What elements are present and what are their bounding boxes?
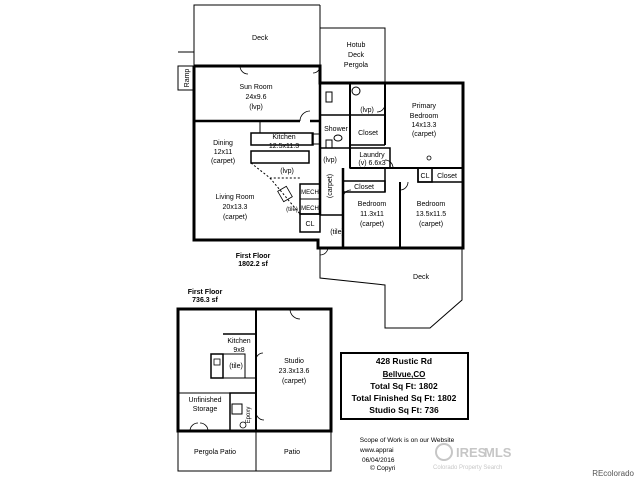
room-label-bedroom-a-2: 11.3x11 [360,211,384,218]
room-label-laundry-1: Laundry [359,152,385,159]
room-label-hotub-2: Deck [348,52,364,59]
room-label-lvp-top: (lvp) [360,107,374,114]
room-label-lower-kitchen-1: Kitchen [227,338,250,345]
upper-floor-walls [177,4,465,329]
floor-label-upper-2: 1802.2 sf [238,261,268,268]
info-total-sqft: Total Sq Ft: 1802 [370,381,438,391]
room-label-bedroom-a-3: (carpet) [360,221,384,228]
room-label-cl-a: CL [421,173,430,180]
lower-floor-labels: First Floor 736.3 sf Kitchen 9x8 (tile) … [188,289,310,456]
scope-line-1: Scope of Work is on our Website [360,437,455,444]
room-label-closet-b: Closet [354,184,374,191]
watermark-ires: IRES [456,445,487,460]
room-label-mech-b: MECH [301,206,319,212]
room-label-primary-2: Bedroom [410,113,439,120]
room-label-epoxy: Epoxy [246,407,252,424]
room-label-dining-2: 12x11 [214,149,233,156]
room-label-primary-1: Primary [412,103,437,110]
room-label-tile-b: (tile) [330,229,344,236]
room-label-living-3: (carpet) [223,214,247,221]
room-label-studio-1: Studio [284,358,304,365]
room-label-bedroom-b-2: 13.5x11.5 [416,211,446,218]
room-label-unfinished-2: Storage [193,406,218,413]
room-label-patio: Patio [284,449,300,456]
property-info-box: 428 Rustic Rd Bellvue,CO Total Sq Ft: 18… [340,352,469,420]
room-label-lower-kitchen-2: 9x8 [233,347,244,354]
lower-floor-walls [176,307,333,472]
room-label-studio-2: 23.3x13.6 [279,368,310,375]
watermark-subtitle: Colorado Property Search [433,465,502,471]
room-label-sun-room-1: Sun Room [239,84,272,91]
info-address: 428 Rustic Rd [376,356,432,366]
room-label-carpet-hall: (carpet) [327,174,334,198]
scope-note: Scope of Work is on our Website www.appr… [359,437,455,472]
info-studio-sqft: Studio Sq Ft: 736 [369,405,439,415]
room-label-ramp: Ramp [184,69,191,88]
room-label-pergola-patio: Pergola Patio [194,449,236,456]
ires-watermark: IRES MLS Colorado Property Search [433,443,512,471]
room-label-tile-a: (tile) [286,207,298,213]
room-label-deck-top: Deck [252,35,268,42]
room-label-living-2: 20x13.3 [223,204,248,211]
room-label-lower-tile: (tile) [229,363,243,370]
room-label-hotub-1: Hotub [347,42,366,49]
room-label-studio-3: (carpet) [282,378,306,385]
floor-label-upper-1: First Floor [236,253,271,260]
room-label-cl-b: CL [306,221,315,228]
room-label-unfinished-1: Unfinished [188,397,221,404]
room-label-lvp-kitchen: (lvp) [280,168,294,175]
room-label-closet-c: Closet [437,173,457,180]
room-label-bedroom-b-3: (carpet) [419,221,443,228]
floor-label-lower-2: 736.3 sf [192,297,218,304]
room-label-kitchen-2: 12.5x11.3 [269,143,299,150]
watermark-mls: MLS [484,445,512,460]
upper-floor-labels: Deck Hotub Deck Pergola Ramp Sun Room 24… [184,35,457,281]
room-label-lvp-bath: (lvp) [323,157,337,164]
room-label-hotub-3: Pergola [344,62,368,69]
room-label-bedroom-a-1: Bedroom [358,201,387,208]
info-city: Bellvue,CO [383,370,426,379]
room-label-dining-3: (carpet) [211,158,235,165]
floor-label-lower-1: First Floor [188,289,223,296]
room-label-bedroom-b-1: Bedroom [417,201,446,208]
room-label-closet-a: Closet [358,130,378,137]
room-label-deck-bottom: Deck [413,274,429,281]
room-label-living-1: Living Room [216,194,255,201]
scope-line-4: © Copyri [370,464,395,472]
room-label-primary-4: (carpet) [412,131,436,138]
scope-line-2: www.apprai [359,447,394,454]
scope-line-3: 06/04/2016 [362,457,395,464]
room-label-dining-1: Dining [213,140,233,147]
room-label-shower: Shower [324,126,348,133]
room-label-primary-3: 14x13.3 [412,122,437,129]
room-label-mech-a: MECH [301,190,319,196]
room-label-kitchen-1: Kitchen [272,134,295,141]
room-label-laundry-2: (v) 6.6x3 [358,160,385,167]
recolorado-credit: REcolorado [592,469,634,478]
info-finished-sqft: Total Finished Sq Ft: 1802 [352,393,457,403]
room-label-sun-room-2: 24x9.6 [245,94,266,101]
room-label-sun-room-3: (lvp) [249,104,263,111]
